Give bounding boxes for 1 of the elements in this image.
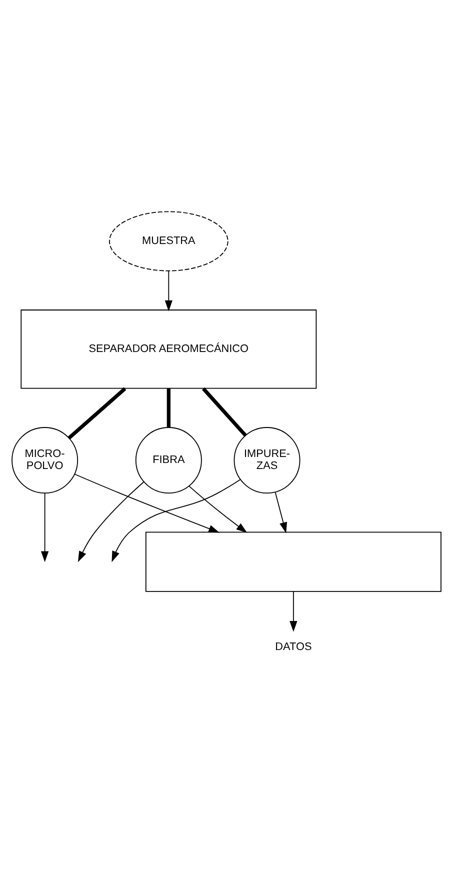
node-text: DATOS [275, 640, 312, 652]
